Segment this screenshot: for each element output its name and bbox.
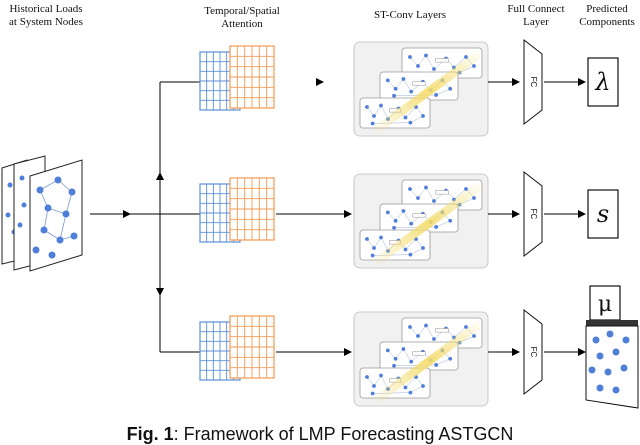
output-header: Predicted Components [574, 3, 640, 29]
stconv-layer [353, 41, 520, 407]
stconv-highlight-middle [372, 182, 484, 266]
component-mu-node-1 [606, 330, 614, 338]
stconv-graph-middle-middle [379, 203, 459, 233]
caption-prefix: Fig. 1 [126, 424, 174, 444]
output-layer: λ s μ [585, 57, 639, 409]
framework-diagram: FC FC FC λ s μ [1, 38, 639, 409]
fc-label-bottom: FC [529, 347, 538, 358]
component-s-symbol: s [597, 200, 609, 228]
up-arrow [156, 172, 164, 180]
input-header: Historical Loads at System Nodes [0, 3, 92, 29]
fc-arrow-top [544, 78, 586, 86]
attention-header: Temporal/Spatial Attention [193, 5, 291, 31]
stconv-header: ST-Conv Layers [355, 9, 465, 22]
fc-header-line-2: Layer [523, 16, 549, 28]
caption-text: : Framework of LMP Forecasting ASTGCN [173, 424, 514, 444]
stconv-highlight-top [372, 50, 484, 134]
attention-grid-orange-middle [229, 177, 275, 241]
figure-caption: Fig. 1: Framework of LMP Forecasting AST… [0, 424, 640, 445]
fc-block-middle: FC [523, 170, 543, 258]
component-mu-node-4 [612, 348, 620, 356]
flow-connectors [90, 81, 200, 353]
component-mu-node-0 [592, 336, 600, 344]
stconv-header-line-1: ST-Conv Layers [373, 9, 446, 21]
fc-arrow-middle [544, 210, 586, 218]
attention-arrow-middle [276, 210, 352, 218]
fc-header: Full Connect Layer [496, 3, 576, 29]
attention-header-line-1: Temporal/Spatial [204, 5, 280, 17]
stconv-panel-bottom [353, 311, 489, 407]
fc-block-top: FC [523, 38, 543, 126]
input-header-line-1: Historical Loads [9, 3, 83, 15]
stconv-highlight-bottom [372, 320, 484, 404]
output-header-line-2: Components [579, 16, 635, 28]
component-mu-node-8 [596, 384, 604, 392]
attention-grid-orange-top [229, 45, 275, 109]
component-mu-node-9 [612, 386, 620, 394]
component-mu-node-2 [622, 336, 630, 344]
stconv-arrow-bottom [488, 348, 520, 356]
component-mu-node-7 [620, 364, 628, 372]
stconv-panel-middle [353, 173, 489, 269]
component-mu-bar [586, 320, 638, 326]
fc-header-line-1: Full Connect [507, 3, 565, 15]
attention-header-line-2: Attention [221, 18, 263, 30]
attention-arrow-bottom [276, 348, 352, 356]
output-header-line-1: Predicted [586, 3, 628, 15]
flow-arrowheads [123, 172, 164, 296]
attention-arrow-top [316, 78, 324, 86]
stconv-arrow-top [488, 78, 520, 86]
component-mu-node-6 [604, 368, 612, 376]
stconv-graph-middle-top [379, 71, 459, 101]
stconv-arrow-middle [488, 210, 520, 218]
component-mu: μ [585, 285, 639, 409]
input-graph-sheet-3 [29, 159, 83, 272]
down-arrow [156, 288, 164, 296]
component-s: s [587, 189, 619, 239]
stconv-panel-top [353, 41, 489, 137]
input-arrow [123, 210, 131, 218]
attention-grid-orange-bottom [229, 315, 275, 379]
component-mu-symbol: μ [598, 292, 612, 317]
fc-arrow-bottom [544, 348, 586, 356]
fc-label-middle: FC [529, 209, 538, 220]
input-header-line-2: at System Nodes [9, 16, 83, 28]
component-mu-node-5 [588, 366, 596, 374]
component-lambda: λ [587, 57, 619, 107]
fc-block-bottom: FC [523, 308, 543, 396]
fc-label-top: FC [529, 77, 538, 88]
component-lambda-symbol: λ [594, 68, 610, 96]
component-mu-node-3 [596, 352, 604, 360]
input-graph-stack [1, 155, 83, 272]
fc-layer: FC FC FC [523, 38, 586, 396]
attention-layer [199, 45, 352, 381]
